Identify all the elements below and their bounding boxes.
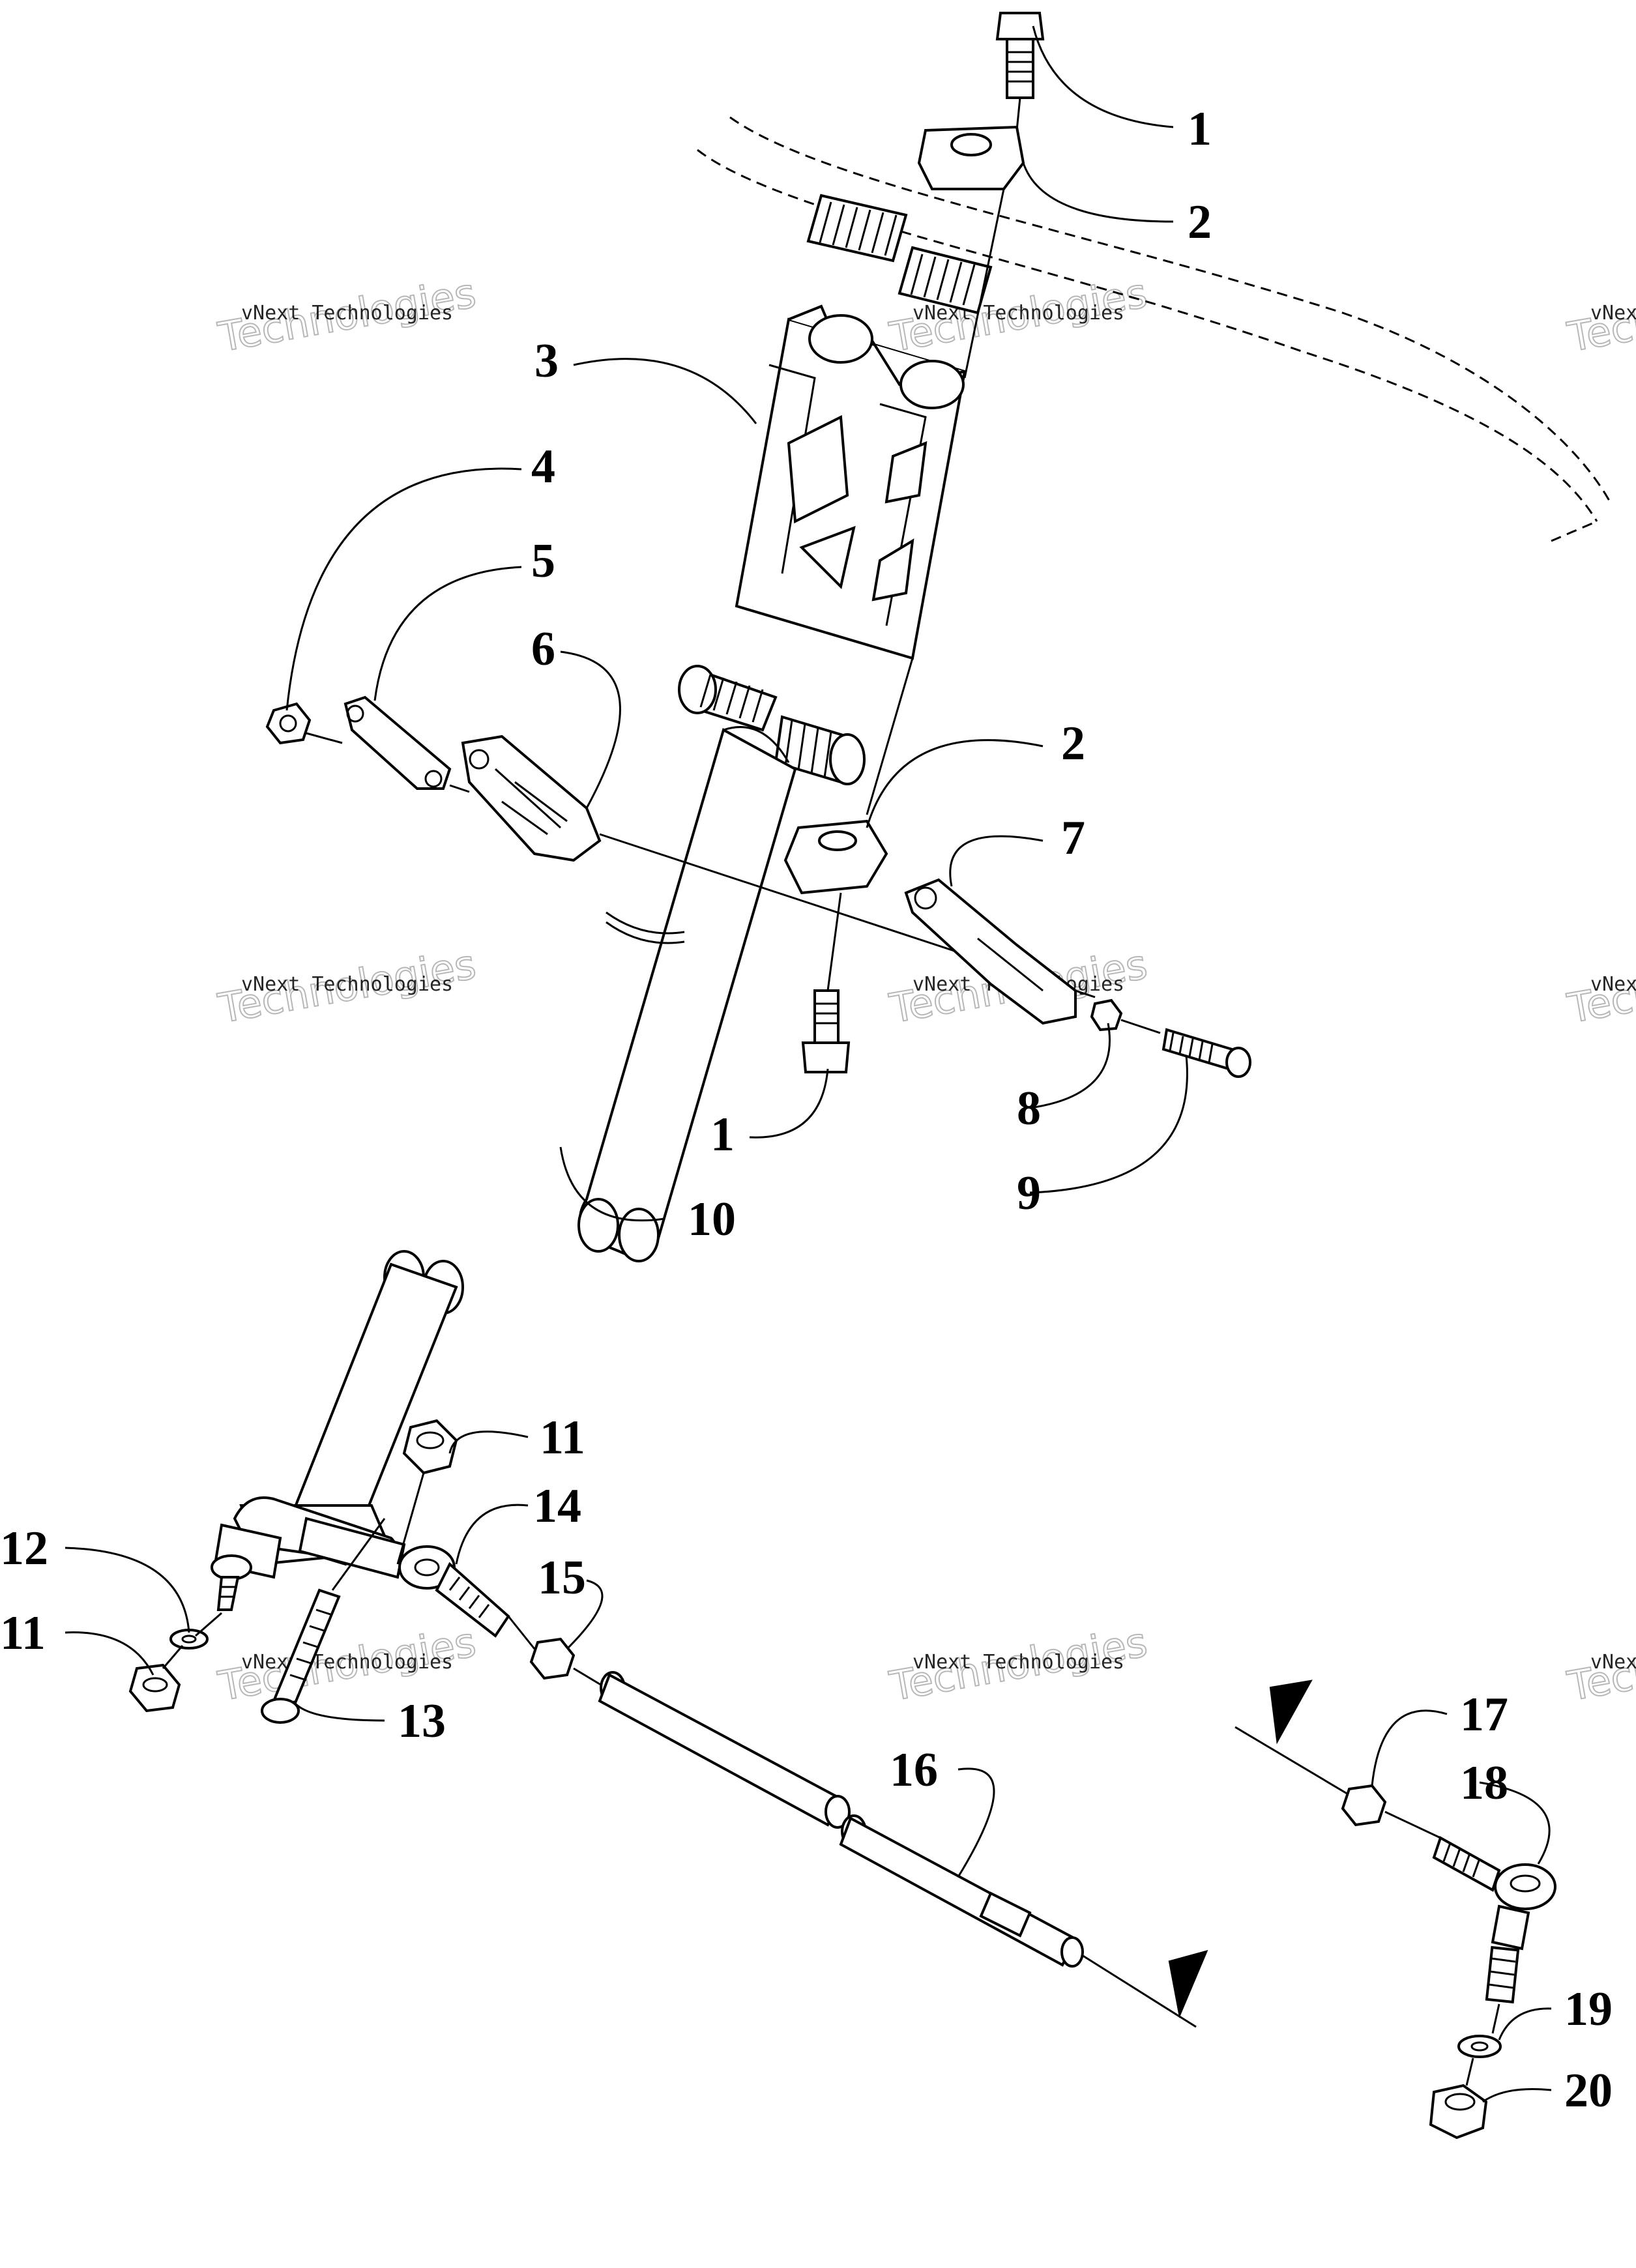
callout-4: 4 xyxy=(531,440,555,493)
tie-rod-end xyxy=(398,1545,510,1638)
callout-8: 8 xyxy=(1017,1082,1041,1135)
steering-column xyxy=(211,665,866,1611)
right-washer xyxy=(1457,2035,1502,2058)
watermark: Technologies vNext Technologies xyxy=(1563,269,1636,362)
top-bolt xyxy=(995,12,1045,99)
watermark-text: vNext Technologies xyxy=(241,973,453,996)
callout-18: 18 xyxy=(1460,1756,1508,1810)
lever-housing xyxy=(461,734,602,862)
right-tie-rod-end xyxy=(1432,1836,1556,2004)
hex-nut xyxy=(128,1663,181,1713)
axis-line xyxy=(331,1518,386,1591)
watermark-text: vNext Technologies xyxy=(241,1651,453,1674)
axis-line xyxy=(1015,97,1021,131)
watermark-text: vNext Technologies xyxy=(1590,1651,1636,1674)
tie-rod xyxy=(598,1671,1084,1968)
axis-line xyxy=(1465,2057,1474,2086)
callout-3: 3 xyxy=(534,334,559,388)
lower-bolt xyxy=(801,989,851,1073)
watermark: Technologies vNext Technologies xyxy=(885,1618,1151,1711)
callout-1: 1 xyxy=(1188,102,1212,156)
handlebar-knurl xyxy=(806,194,993,315)
axis-line xyxy=(866,658,914,815)
callout-17: 17 xyxy=(1460,1688,1508,1741)
watermark: Technologies vNext Technologies xyxy=(214,940,480,1033)
watermark: Technologies vNext Technologies xyxy=(1563,940,1636,1033)
section-arrow xyxy=(1269,1679,1313,1745)
watermark-text: vNext Technologies xyxy=(913,1651,1124,1674)
small-nut xyxy=(1090,998,1123,1032)
watermark-text: vNext Technologies xyxy=(1590,302,1636,325)
watermark-text: vNext Technologies xyxy=(241,302,453,325)
callout-11-upper: 11 xyxy=(540,1411,585,1464)
pivot-bolt xyxy=(261,1588,341,1724)
axis-line xyxy=(1081,1954,1197,2028)
section-arrow xyxy=(1168,1949,1208,2018)
axis-line xyxy=(195,1612,222,1637)
axis-line xyxy=(963,188,1005,379)
leader-lines xyxy=(65,25,1552,2103)
callout-19: 19 xyxy=(1564,1983,1613,2036)
callout-14: 14 xyxy=(533,1479,581,1533)
callout-7: 7 xyxy=(1061,811,1085,865)
callout-13: 13 xyxy=(398,1694,446,1748)
lever-nut xyxy=(265,702,312,745)
right-jam-nut xyxy=(1341,1784,1387,1827)
axis-line xyxy=(1120,1019,1161,1034)
upper-clamp xyxy=(917,125,1025,190)
callout-20: 20 xyxy=(1564,2064,1613,2117)
callout-6: 6 xyxy=(531,622,555,676)
axis-line xyxy=(1234,1726,1356,1800)
lever-bracket xyxy=(343,695,452,790)
callout-16: 16 xyxy=(890,1743,938,1797)
long-bolt xyxy=(1161,1028,1251,1078)
handlebar-outline xyxy=(697,116,1611,542)
callout-1-lower: 1 xyxy=(710,1108,735,1161)
axis-line xyxy=(162,1645,184,1669)
callout-9: 9 xyxy=(1017,1167,1041,1220)
callout-labels: 1 2 3 4 5 6 2 7 1 8 10 9 11 14 12 15 11 … xyxy=(0,102,1613,2117)
callout-2: 2 xyxy=(1188,196,1212,249)
axis-line xyxy=(1491,2003,1500,2034)
lower-clamp xyxy=(783,819,888,895)
jam-nut xyxy=(529,1637,576,1680)
callout-11-lower: 11 xyxy=(0,1606,46,1660)
watermark: Technologies vNext Technologies xyxy=(214,269,480,362)
axis-line xyxy=(826,892,842,991)
hex-nut xyxy=(402,1419,458,1475)
callout-2-lower: 2 xyxy=(1061,717,1085,770)
watermark: Technologies vNext Technologies xyxy=(1563,1618,1636,1711)
lever xyxy=(904,878,1077,1025)
right-flange-nut xyxy=(1429,2084,1488,2140)
axis-line xyxy=(1384,1810,1441,1839)
callout-15: 15 xyxy=(538,1551,586,1605)
watermark-text: vNext Technologies xyxy=(1590,973,1636,996)
callout-5: 5 xyxy=(531,534,555,588)
washer xyxy=(169,1629,209,1650)
axis-line xyxy=(396,1472,425,1565)
callout-10: 10 xyxy=(688,1193,736,1246)
riser-block xyxy=(735,304,967,660)
callout-12: 12 xyxy=(0,1522,48,1575)
